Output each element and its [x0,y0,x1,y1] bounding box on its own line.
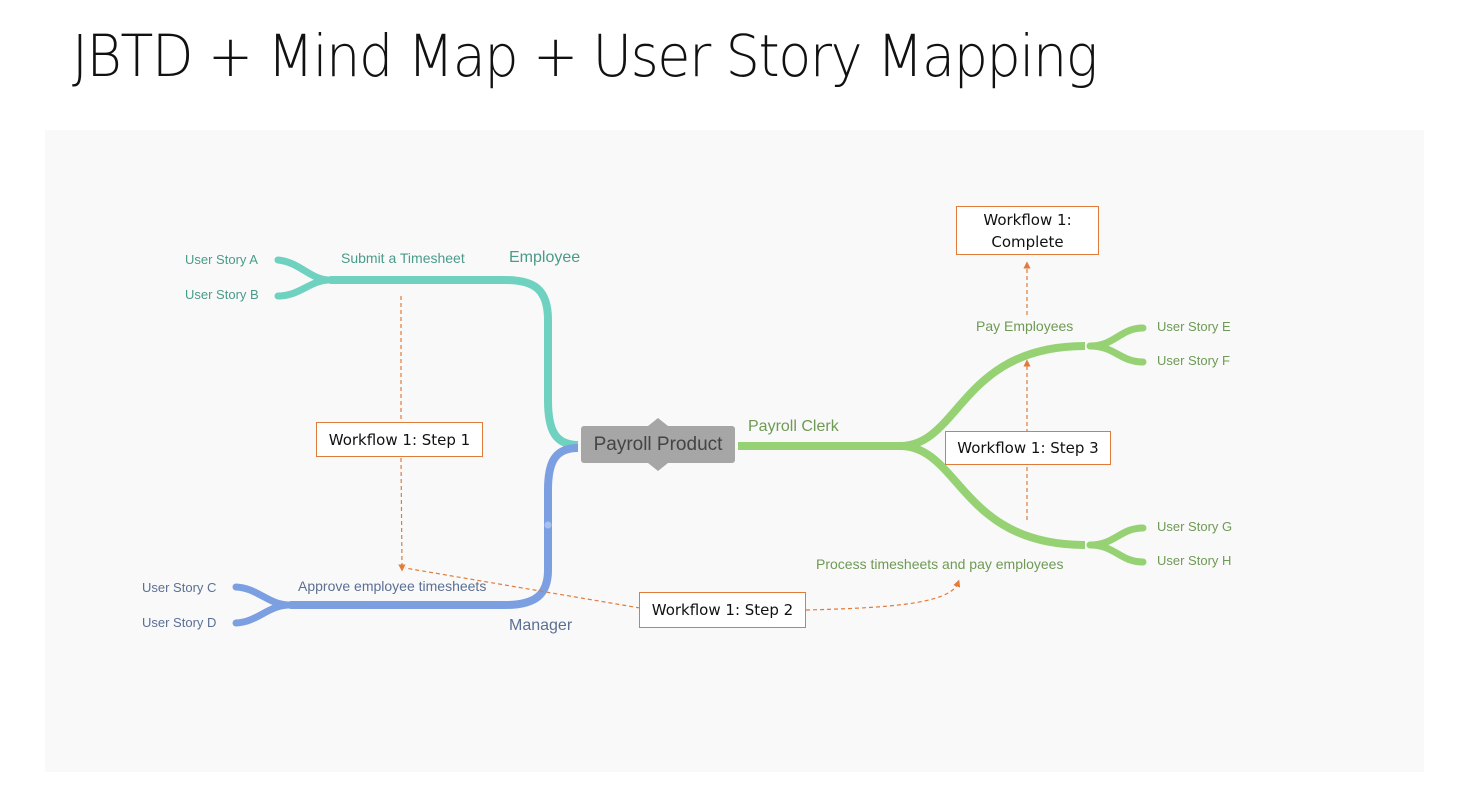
workflow-step-1: Workflow 1: Step 1 [316,422,483,457]
employee-branch [274,256,579,449]
clerk-upper-story-fork [1086,324,1147,366]
manager-connector [290,444,579,609]
workflow-arrow-step1-down [398,457,406,572]
workflow-complete-line1: Workflow 1: [983,210,1072,229]
workflow-arrows [398,261,1031,611]
workflow-arrow-step2-right [805,579,961,611]
workflow-step-1-label: Workflow 1: Step 1 [328,430,471,449]
persona-manager: Manager [509,617,573,634]
workflow-step-3: Workflow 1: Step 3 [945,431,1111,465]
story-f: User Story F [1157,353,1230,368]
story-b: User Story B [185,287,259,302]
persona-employee: Employee [509,249,580,266]
slide-title: JBTD + Mind Map + User Story Mapping [72,22,1098,90]
clerk-upper-curve [899,342,1086,450]
workflow-step-3-label: Workflow 1: Step 3 [957,439,1099,457]
story-d: User Story D [142,615,216,630]
story-h: User Story H [1157,553,1231,568]
story-e: User Story E [1157,319,1231,334]
story-g: User Story G [1157,519,1232,534]
clerk-lower-story-fork [1086,524,1147,566]
employee-connector [330,276,579,449]
manager-story-fork [232,583,294,627]
employee-story-fork [274,256,334,300]
central-topic: Payroll Product [581,426,735,463]
story-a: User Story A [185,252,258,267]
workflow-complete: Workflow 1: Complete [956,206,1099,255]
workflow-arrow-step2-left [404,567,641,609]
manager-branch [232,444,579,627]
workflow-step-2: Workflow 1: Step 2 [639,592,806,628]
story-c: User Story C [142,580,216,595]
activity-approve-timesheets: Approve employee timesheets [298,578,486,594]
center-node-top-notch [648,418,668,426]
activity-pay-employees: Pay Employees [976,318,1073,334]
workflow-step-2-label: Workflow 1: Step 2 [651,601,794,619]
payroll-clerk-branch [738,324,1147,566]
center-node-bottom-notch [648,463,668,471]
activity-submit-timesheet: Submit a Timesheet [341,250,465,266]
workflow-complete-line2: Complete [991,232,1064,251]
manager-connector-dot [544,521,552,529]
persona-payroll-clerk: Payroll Clerk [748,418,840,435]
clerk-lower-curve [899,442,1086,549]
activity-process-timesheets: Process timesheets and pay employees [816,556,1063,572]
